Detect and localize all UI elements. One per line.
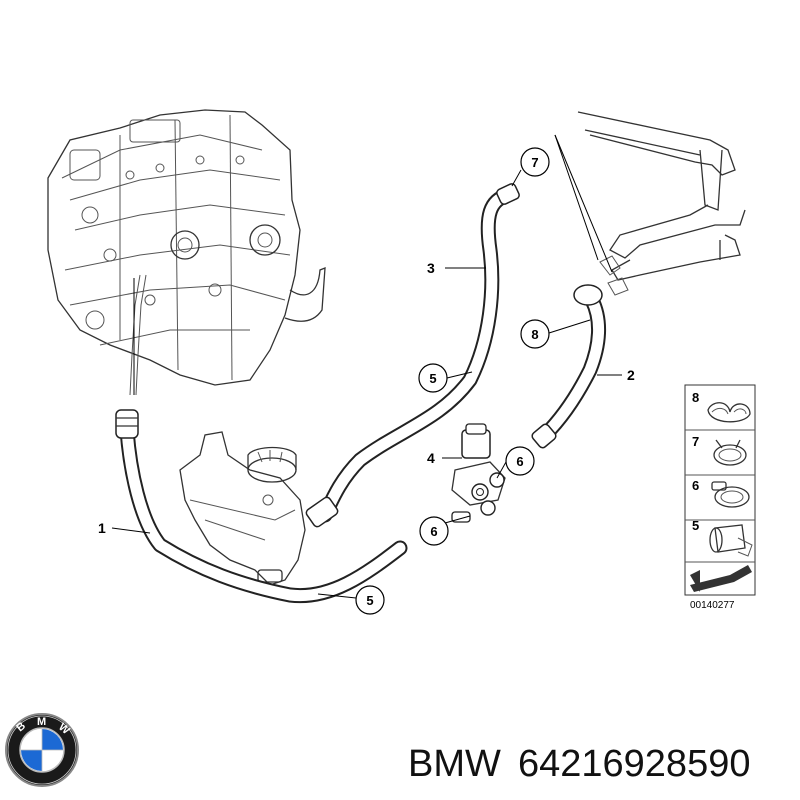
legend-number-8: 8 — [692, 390, 699, 405]
callout-5-upper: 5 — [429, 371, 436, 386]
hose-2 — [531, 134, 613, 449]
label-part-2: 2 — [627, 367, 635, 383]
callout-6-lower: 6 — [430, 524, 437, 539]
hose-1 — [115, 278, 408, 604]
callout-circle — [505, 446, 535, 476]
legend-number-7: 7 — [692, 434, 699, 449]
legend-number-6: 6 — [692, 478, 699, 493]
callout-circle — [520, 319, 550, 349]
pump-4 — [451, 423, 506, 523]
callouts: 7 8 5 6 6 5 — [317, 147, 591, 615]
diagram-code: 00140277 — [690, 600, 735, 611]
heater-pipes-illustration — [577, 111, 746, 296]
label-part-3: 3 — [427, 260, 435, 276]
callout-8: 8 — [531, 327, 538, 342]
label-part-4: 4 — [427, 450, 435, 466]
engine-illustration — [47, 109, 326, 396]
callout-7: 7 — [531, 155, 538, 170]
brand-name: BMW — [408, 743, 501, 785]
callout-circle — [419, 516, 449, 546]
bmw-logo: B M W — [5, 713, 79, 787]
label-part-1: 1 — [98, 520, 106, 536]
sleeve-clamp-icon — [709, 524, 753, 557]
legend-number-5: 5 — [692, 518, 699, 533]
screw-hose-clamp-icon — [711, 481, 750, 508]
hose-3 — [305, 183, 520, 528]
part-labels: 3 2 4 1 — [98, 260, 635, 536]
callout-5-lower: 5 — [366, 593, 373, 608]
spring-band-clamp-icon — [713, 439, 747, 466]
part-caption: BMW 64216928590 — [408, 743, 750, 785]
arrow-icon — [690, 565, 752, 592]
callout-6-upper: 6 — [516, 454, 523, 469]
part-number: 64216928590 — [518, 743, 750, 785]
legend-box: 8 7 6 5 00140277 — [684, 384, 756, 611]
double-wire-clamp-icon — [707, 402, 751, 423]
callout-circle — [418, 363, 448, 393]
callout-circle — [520, 147, 550, 177]
expansion-tank-illustration — [179, 431, 306, 586]
logo-letter-m: M — [37, 716, 46, 728]
callout-circle — [355, 585, 385, 615]
